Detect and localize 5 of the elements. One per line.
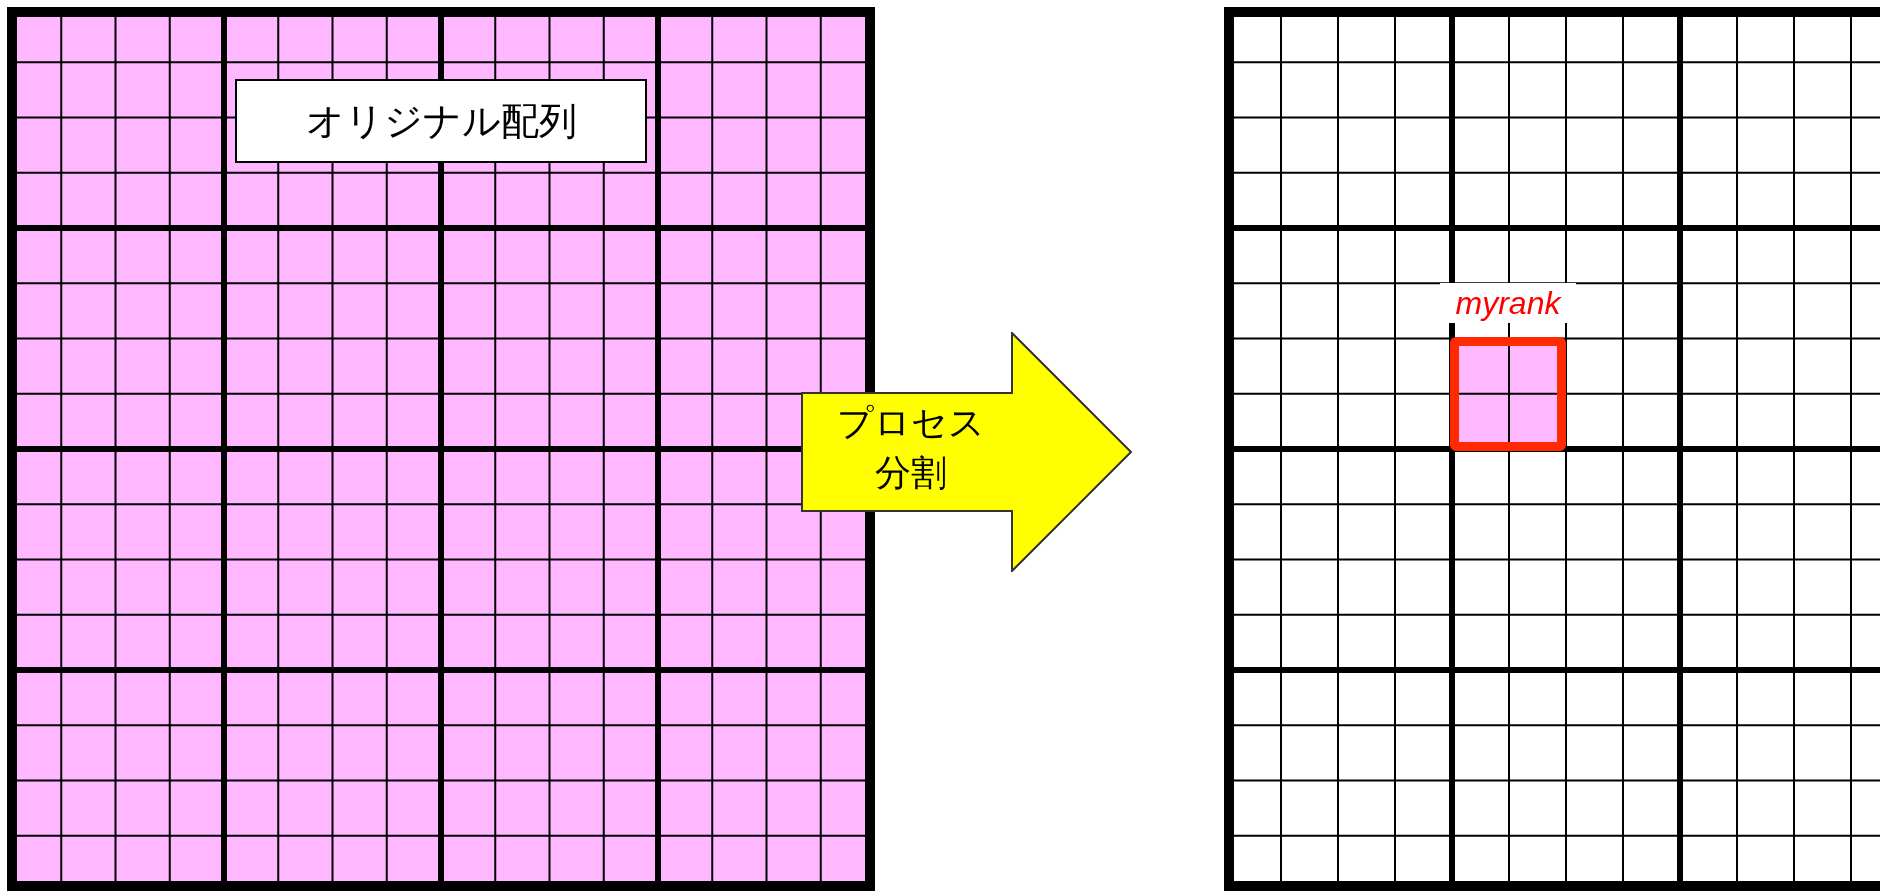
label-box: オリジナル配列 (235, 79, 647, 163)
block-arrow (801, 332, 1133, 572)
highlight-box (1450, 337, 1566, 451)
rank-label: myrank (1440, 283, 1576, 323)
arrow-label: プロセス分割 (836, 401, 986, 495)
